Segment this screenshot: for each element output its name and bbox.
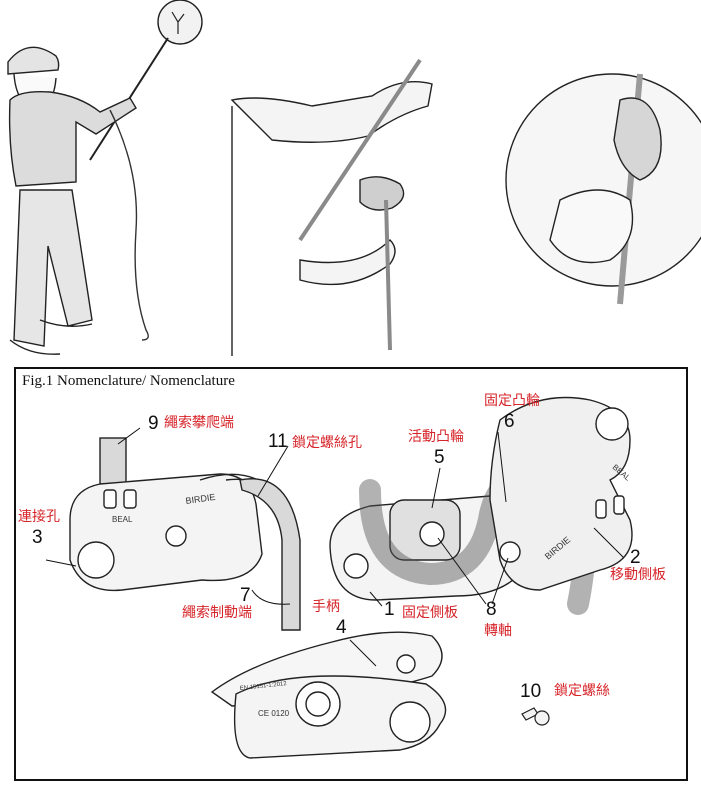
bottom-device <box>210 631 447 759</box>
brand-mark-right: BEAL <box>611 463 633 483</box>
part-number-10: 10 <box>520 681 542 702</box>
part-label-9: 繩索攀爬端 <box>164 415 234 431</box>
brand-mark-left: BEAL <box>112 515 133 524</box>
part-number-3: 3 <box>32 527 43 548</box>
part-label-5: 活動凸輪 <box>408 429 464 445</box>
part-label-4: 手柄 <box>312 599 340 615</box>
model-mark-right: BIRDIE <box>543 535 572 562</box>
part-number-6: 6 <box>504 411 515 432</box>
part-number-5: 5 <box>434 447 445 468</box>
part-label-1: 固定側板 <box>402 605 458 621</box>
locking-screw <box>521 707 550 726</box>
part-label-2: 移動側板 <box>610 567 666 583</box>
figure-title: Fig.1 Nomenclature/ Nomenclature <box>22 373 235 389</box>
closeup-scene <box>505 73 701 305</box>
part-number-4: 4 <box>336 617 347 638</box>
part-label-10: 鎖定螺絲 <box>554 683 610 699</box>
usage-illustrations <box>7 0 701 356</box>
part-number-1: 1 <box>384 599 395 620</box>
part-label-11: 鎖定螺絲孔 <box>292 435 362 451</box>
leader-lines <box>45 427 625 667</box>
part-label-6: 固定凸輪 <box>484 393 540 409</box>
standard-mark: EN 15151-1:2012 <box>240 681 288 692</box>
left-device <box>69 437 301 631</box>
hand-device-scene <box>230 58 433 356</box>
part-number-7: 7 <box>240 585 251 606</box>
part-label-3: 連接孔 <box>18 509 60 525</box>
ce-mark: CE 0120 <box>258 709 290 718</box>
part-label-7: 繩索制動端 <box>182 605 252 621</box>
belayer-scene <box>7 0 203 355</box>
part-label-8: 轉軸 <box>484 623 512 639</box>
part-number-8: 8 <box>486 599 497 620</box>
part-number-11: 11 <box>268 431 288 452</box>
part-number-9: 9 <box>148 413 159 434</box>
part-number-2: 2 <box>630 547 641 568</box>
model-mark-left: BIRDIE <box>185 492 216 506</box>
